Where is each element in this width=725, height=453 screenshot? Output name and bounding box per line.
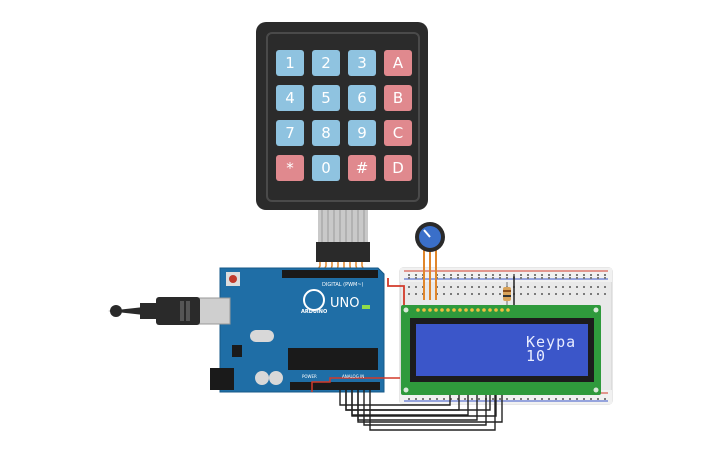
keypad-key[interactable]: 1 xyxy=(276,50,304,76)
keypad-key[interactable]: 7 xyxy=(276,120,304,146)
5v-wire xyxy=(311,377,400,392)
lcd-line-1: Keypa xyxy=(526,333,577,351)
keypad-key[interactable]: B xyxy=(384,85,412,111)
keypad-key[interactable]: 3 xyxy=(348,50,376,76)
arduino-model-label: UNO xyxy=(330,296,360,311)
keypad-key[interactable]: A xyxy=(384,50,412,76)
power-wire xyxy=(387,278,405,305)
resistor[interactable] xyxy=(503,282,511,305)
keypad-key[interactable]: C xyxy=(384,120,412,146)
arduino-brand-label: ARDUINO xyxy=(301,309,328,315)
keypad-key[interactable]: 8 xyxy=(312,120,340,146)
lcd-data-wires xyxy=(339,390,503,431)
keypad-key[interactable]: 9 xyxy=(348,120,376,146)
keypad-key[interactable]: # xyxy=(348,155,376,181)
potentiometer[interactable] xyxy=(415,222,445,300)
keypad-key[interactable]: 5 xyxy=(312,85,340,111)
analog-pins-label: ANALOG IN xyxy=(342,374,365,379)
keypad-key[interactable]: 0 xyxy=(312,155,340,181)
keypad-key[interactable]: D xyxy=(384,155,412,181)
keypad-ribbon xyxy=(316,210,370,262)
digital-pins-label: DIGITAL (PWM~) xyxy=(322,282,364,288)
keypad-key[interactable]: 4 xyxy=(276,85,304,111)
keypad-key[interactable]: 2 xyxy=(312,50,340,76)
keypad-frame xyxy=(266,32,420,202)
keypad-key[interactable]: * xyxy=(276,155,304,181)
power-pins-label: POWER xyxy=(302,374,317,379)
lcd-module[interactable] xyxy=(401,305,601,395)
usb-cable xyxy=(108,297,200,325)
keypad-key[interactable]: 6 xyxy=(348,85,376,111)
arduino-uno-board[interactable] xyxy=(195,267,385,393)
lcd-line-2: 10 xyxy=(526,347,547,365)
